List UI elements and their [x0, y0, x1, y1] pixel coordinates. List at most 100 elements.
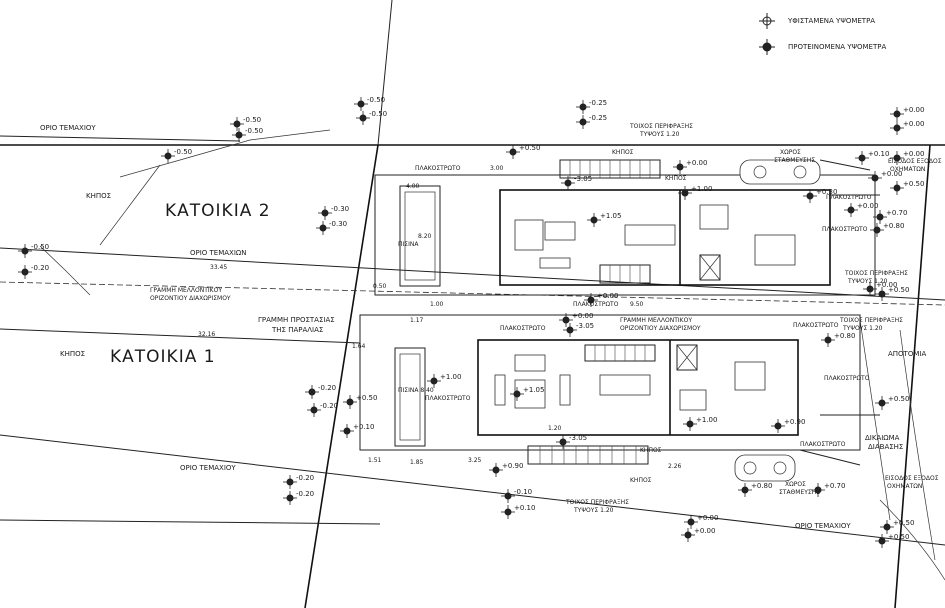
parking-bottom-2: ΣΤΑΘΜΕΥΣΗΣ: [779, 489, 820, 496]
spot-level-marker: +0.00: [844, 202, 878, 217]
plan-labels: ΟΡΙΟ ΤΕΜΑΧΙΟΥ ΟΡΙΟ ΤΕΜΑΧΙΩΝ ΟΡΙΟ ΤΕΜΑΧΙΟ…: [40, 123, 942, 530]
spot-level-value: -3.05: [569, 434, 587, 442]
spot-level-value: +0.70: [886, 209, 907, 217]
spot-level-value: -0.30: [331, 205, 349, 213]
spot-level-value: -0.50: [369, 110, 387, 118]
spot-level-value: +0.50: [893, 519, 914, 527]
house-2-pool-inner: [404, 191, 436, 281]
paving-4: ΠΛΑΚΟΣΤΡΩΤΟ: [573, 301, 619, 308]
spot-level-marker: +0.10: [340, 423, 374, 438]
spot-level-value: +0.80: [834, 332, 855, 340]
spot-level-value: +0.00: [903, 120, 924, 128]
dim-1-00: 1.00: [430, 301, 444, 308]
spot-level-value: +0.50: [356, 394, 377, 402]
spot-level-marker: -0.20: [283, 490, 314, 505]
spot-level-value: +0.50: [888, 533, 909, 541]
spot-level-marker: -0.20: [18, 264, 49, 279]
spot-level-value: +0.90: [502, 462, 523, 470]
dim-3-25: 3.25: [468, 457, 482, 464]
house-2-pool: [399, 185, 441, 287]
spot-level-marker: +0.90: [489, 462, 523, 477]
future-alignment-line: [0, 281, 945, 306]
garden-curve: [119, 129, 331, 178]
vehicle-gate-bottom-1: ΕΙΣΟΔΟΣ ΕΞΟΔΟΣ: [885, 475, 939, 482]
spot-level-marker: -0.20: [305, 384, 336, 399]
spot-level-marker: +0.50: [875, 533, 909, 548]
legend-existing-label: ΥΦΙΣΤΑΜΕΝΑ ΥΨΟΜΕΤΡΑ: [787, 17, 875, 25]
house-1-stair: [584, 344, 656, 362]
legend: ΥΦΙΣΤΑΜΕΝΑ ΥΨΟΜΕΤΡΑ ΠΡΟΤΕΙΝΟΜΕΝΑ ΥΨΟΜΕΤΡ…: [759, 13, 886, 55]
spot-level-marker: +0.50: [880, 519, 914, 534]
spot-level-value: +0.50: [519, 144, 540, 152]
spot-level-value: +0.50: [888, 286, 909, 294]
house-1-pool-label: ΠΙΣΙΝΑ 8.40: [398, 387, 434, 394]
spot-level-value: +0.00: [697, 514, 718, 522]
dim-32-16: 32.16: [198, 331, 215, 338]
contour-2: [899, 329, 936, 561]
paving-5: ΠΛΑΚΟΣΤΡΩΤΟ: [500, 325, 546, 332]
spot-level-value: +0.90: [784, 418, 805, 426]
spot-level-marker: +0.00: [584, 292, 618, 307]
spot-level-value: +0.00: [857, 202, 878, 210]
beach-line-left: [0, 328, 361, 344]
paving-9: ΠΛΑΚΟΣΤΡΩΤΟ: [800, 441, 846, 448]
spot-level-value: +1.00: [440, 373, 461, 381]
house-2-stair-top: [559, 159, 661, 179]
perimeter-wall-top-1: ΤΟΙΧΟΣ ΠΕΡΙΦΡΑΞΗΣ: [629, 123, 693, 130]
dim-3-00: 3.00: [490, 165, 504, 172]
future-alignment-left-1: ΓΡΑΜΜΗ ΜΕΛΛΟΝΤΙΚΟΥ: [150, 287, 222, 294]
dim-0-50: 0.50: [373, 283, 387, 290]
spot-level-value: +1.05: [600, 212, 621, 220]
spot-level-value: -0.10: [514, 488, 532, 496]
house-2-pool-label: ΠΙΣΙΝΑ: [398, 241, 419, 248]
spot-level-value: +0.10: [353, 423, 374, 431]
spot-level-value: +1.05: [523, 386, 544, 394]
spot-level-marker: +0.10: [501, 504, 535, 519]
spot-level-value: +0.30: [816, 188, 837, 196]
future-alignment-mid-2: ΟΡΙΖΟΝΤΙΟΥ ΔΙΑΧΩΡΙΣΜΟΥ: [620, 325, 701, 332]
vehicle-gate-bottom-2: ΟΧΗΜΑΤΩΝ: [887, 483, 922, 490]
spot-level-value: -3.05: [574, 175, 592, 183]
house-1-building: [477, 339, 799, 436]
spot-level-marker: +0.50: [506, 144, 540, 159]
garden-label-house2: ΚΗΠΟΣ: [612, 149, 634, 156]
spot-level-value: +0.00: [903, 106, 924, 114]
dimensions: 33.45 32.16 4.00 8.20 0.50 1.00 1.17 1.6…: [198, 165, 682, 470]
garden-label-bottom: ΚΗΠΟΣ: [60, 350, 85, 358]
house-2-plan: [374, 159, 880, 296]
spot-level-value: +0.00: [597, 292, 618, 300]
spot-level-marker: +0.50: [343, 394, 377, 409]
spot-level-marker: +0.80: [821, 332, 855, 347]
spot-level-value: +0.00: [686, 159, 707, 167]
perimeter-wall-bottom-2: ΤΥΨΟΥΣ 1.20: [573, 507, 614, 514]
garden-edge-3: [39, 245, 91, 296]
spot-level-marker: -0.20: [283, 474, 314, 489]
dim-4-00: 4.00: [406, 183, 420, 190]
spot-level-value: -3.05: [576, 322, 594, 330]
spot-level-marker: +0.80: [738, 482, 772, 497]
spot-level-value: +0.80: [751, 482, 772, 490]
spot-level-value: +0.00: [876, 281, 897, 289]
perimeter-wall-mid-4: ΤΥΨΟΥΣ 1.20: [847, 278, 888, 285]
garden-label-house1: ΚΗΠΟΣ: [640, 447, 662, 454]
spot-level-marker: +0.00: [890, 120, 924, 135]
perimeter-wall-mid-1: ΤΟΙΧΟΣ ΠΕΡΙΦΡΑΞΗΣ: [839, 317, 903, 324]
future-alignment-left-2: ΟΡΙΖΟΝΤΙΟΥ ΔΙΑΧΩΡΙΣΜΟΥ: [150, 295, 231, 302]
spot-level-value: +0.00: [881, 170, 902, 178]
paving-6: ΠΛΑΚΟΣΤΡΩΤΟ: [793, 322, 839, 329]
spot-level-marker: -0.30: [316, 220, 347, 235]
spot-level-marker: +1.00: [683, 416, 717, 431]
middle-plot-boundary: [0, 247, 945, 301]
house-2-car: [739, 159, 821, 185]
spot-level-value: +0.00: [572, 312, 593, 320]
spot-level-marker: +1.05: [510, 386, 544, 401]
paving-3: ΠΛΑΚΟΣΤΡΩΤΟ: [822, 226, 868, 233]
house-1-plan: [359, 314, 880, 482]
existing-level-symbol: [759, 13, 775, 29]
house-1-title: ΚΑΤΟΙΚΙΑ 1: [110, 347, 216, 367]
spot-level-marker: +1.00: [427, 373, 461, 388]
plot-limit-right: ΟΡΙΟ ΤΕΜΑΧΙΟΥ: [795, 522, 851, 530]
beach-line-1: ΓΡΑΜΜΗ ΠΡΟΣΤΑΣΙΑΣ: [258, 316, 335, 324]
